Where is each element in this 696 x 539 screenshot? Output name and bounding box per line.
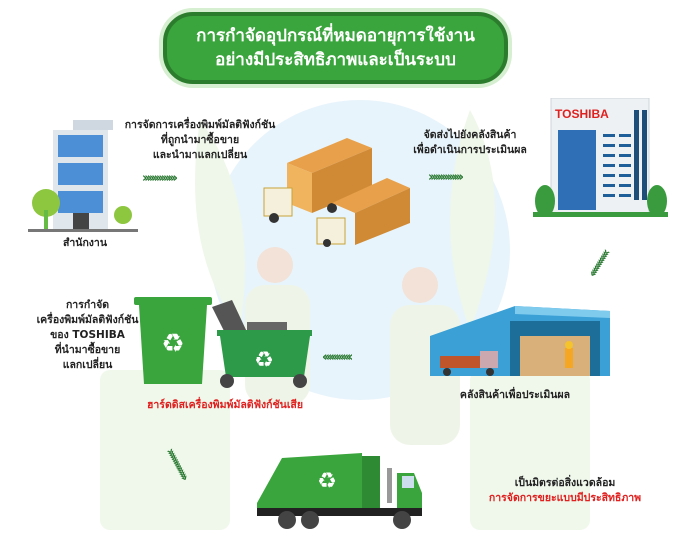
- step1-line1: การจัดการเครื่องพิมพ์มัลติฟังก์ชัน: [124, 119, 276, 131]
- recycle-bins-icon: ♻ ♻: [134, 297, 312, 388]
- title-banner: การกำจัดอุปกรณ์ที่หมดอายุการใช้งาน อย่าง…: [163, 12, 508, 84]
- disposal-text: การกำจัด เครื่องพิมพ์มัลติฟังก์ชัน ของ T…: [30, 298, 145, 373]
- svg-text:♻: ♻: [254, 348, 274, 373]
- outcome-text: เป็นมิตรต่อสิ่งแวดล้อม การจัดการขยะแบบมี…: [470, 476, 660, 506]
- delivery-trucks-icon: [263, 138, 410, 247]
- outcome-line1: เป็นมิตรต่อสิ่งแวดล้อม: [514, 477, 616, 489]
- step1-line3: และนำมาแลกเปลี่ยน: [152, 149, 248, 161]
- title-line2: อย่างมีประสิทธิภาพและเป็นระบบ: [215, 50, 456, 70]
- disposal-line1: การกำจัด: [65, 299, 110, 311]
- flow-arrows-right-1: ››››››››››››››: [142, 171, 178, 186]
- office-label: สำนักงาน: [62, 237, 108, 249]
- flow-arrows-left: ‹‹‹‹‹‹‹‹‹‹‹‹: [322, 350, 353, 365]
- outcome-line2: การจัดการขยะแบบมีประสิทธิภาพ: [488, 492, 642, 504]
- step2-line1: จัดส่งไปยังคลังสินค้า: [423, 129, 517, 141]
- harddisk-label: ฮาร์ดดิสเครื่องพิมพ์มัลติฟังก์ชันเสีย: [147, 399, 303, 411]
- warehouse-label: คลังสินค้าเพื่อประเมินผล: [459, 389, 571, 401]
- disposal-line3: ของ TOSHIBA: [50, 329, 125, 341]
- disposal-line4: ที่นำมาซื้อขาย: [54, 344, 121, 356]
- svg-text:♻: ♻: [317, 469, 337, 494]
- toshiba-logo-text: TOSHIBA: [555, 107, 609, 121]
- title-line1: การกำจัดอุปกรณ์ที่หมดอายุการใช้งาน: [196, 26, 475, 46]
- office-building-icon: [28, 120, 138, 232]
- step1-text: การจัดการเครื่องพิมพ์มัลติฟังก์ชัน ที่ถู…: [115, 118, 285, 163]
- garbage-truck-icon: ♻: [257, 453, 422, 529]
- svg-text:♻: ♻: [161, 329, 184, 359]
- disposal-line2: เครื่องพิมพ์มัลติฟังก์ชัน: [36, 314, 139, 326]
- flow-arrows-right-2: ››››››››››››››: [428, 170, 464, 185]
- warehouse-icon: [430, 306, 610, 376]
- step1-line2: ที่ถูกนำมาซื้อขาย: [160, 134, 240, 146]
- step2-line2: เพื่อดำเนินการประเมินผล: [413, 144, 527, 156]
- step2-text: จัดส่งไปยังคลังสินค้า เพื่อดำเนินการประเ…: [400, 128, 540, 158]
- toshiba-building-icon: [533, 98, 668, 217]
- disposal-line5: แลกเปลี่ยน: [62, 359, 113, 371]
